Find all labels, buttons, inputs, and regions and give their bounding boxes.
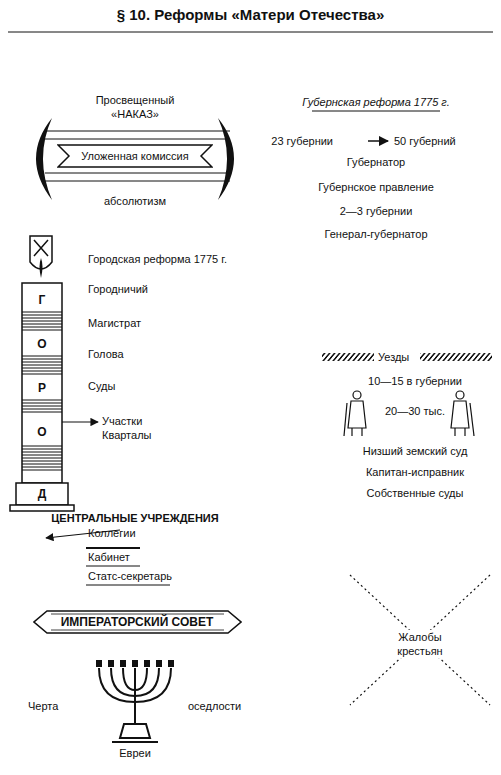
rule <box>86 585 170 586</box>
label-text: ЦЕНТРАЛЬНЫЕ УЧРЕЖДЕНИЯ <box>40 511 230 525</box>
label-text: 23 губернии <box>263 134 333 148</box>
label-text: Д <box>32 487 52 501</box>
cross-out <box>350 575 490 705</box>
heading-underline <box>312 111 440 112</box>
label-text: Генерал-губернатор <box>296 227 456 241</box>
label-text: О <box>32 337 52 351</box>
change-arrow <box>368 140 388 142</box>
label-text: Городничий <box>88 282 208 296</box>
label-text: Г <box>32 293 52 307</box>
label-text: Капитан-исправник <box>340 465 490 479</box>
label-text: Губернатор <box>301 155 451 169</box>
label-text: Жалобы крестьян <box>385 630 455 658</box>
city-column <box>10 236 74 511</box>
bracket-left <box>36 118 52 200</box>
label-text: Суды <box>88 379 208 393</box>
label-text: 10—15 в губернии <box>355 374 475 388</box>
label-text: Кабинет <box>88 550 188 564</box>
title-rule <box>8 32 493 33</box>
label-text: 20—30 тыс. <box>375 404 455 418</box>
label-text: О <box>32 425 52 439</box>
label-text: Губернское правление <box>296 180 456 194</box>
hatch-bar <box>420 353 492 361</box>
banner-box: Уложенная комиссия <box>57 144 213 168</box>
label-text: Городская реформа 1775 г. <box>88 252 248 266</box>
peasant-figure <box>451 391 474 436</box>
label-text: Участки Кварталы <box>102 414 162 442</box>
rule <box>86 547 140 549</box>
node-text: ИМПЕРАТОРСКИЙ СОВЕТ <box>33 615 242 629</box>
title-text: § 10. Реформы «Матери Отечества» <box>0 8 501 22</box>
label-text: Голова <box>88 347 208 361</box>
rule <box>86 566 140 567</box>
label-text: оседлости <box>188 699 258 713</box>
nakaz-lines <box>45 131 230 181</box>
label-text: Р <box>32 381 52 395</box>
label-text: Черта <box>28 699 78 713</box>
label-text: 50 губерний <box>394 134 474 148</box>
bracket-right <box>218 118 234 200</box>
label-text: 2—3 губернии <box>301 204 451 218</box>
label-text: Уезды <box>378 350 418 364</box>
peasant-figure <box>344 391 366 436</box>
label-text: Губернская реформа 1775 г. <box>301 95 451 109</box>
node-text-wrap: ИМПЕРАТОРСКИЙ СОВЕТ <box>33 610 242 629</box>
label-text: Евреи <box>105 746 165 760</box>
banner-box: ИМПЕРАТОРСКИЙ СОВЕТ <box>33 610 242 634</box>
menorah-candles <box>96 660 174 667</box>
label-text: Статс-секретарь <box>88 569 208 583</box>
hatch-bar <box>322 353 374 361</box>
label-text: Собственные суды <box>340 486 490 500</box>
label-text: Просвещенный «НАКАЗ» <box>85 93 185 121</box>
label-text: Низший земский суд <box>340 444 490 458</box>
node-text: Уложенная комиссия <box>57 149 213 163</box>
menorah-symbol <box>99 668 171 742</box>
pointer-arrow <box>62 421 98 422</box>
node-text-wrap: Уложенная комиссия <box>57 144 213 163</box>
label-text: Коллегии <box>88 526 188 540</box>
label-text: абсолютизм <box>75 194 195 208</box>
label-text: Магистрат <box>88 316 208 330</box>
